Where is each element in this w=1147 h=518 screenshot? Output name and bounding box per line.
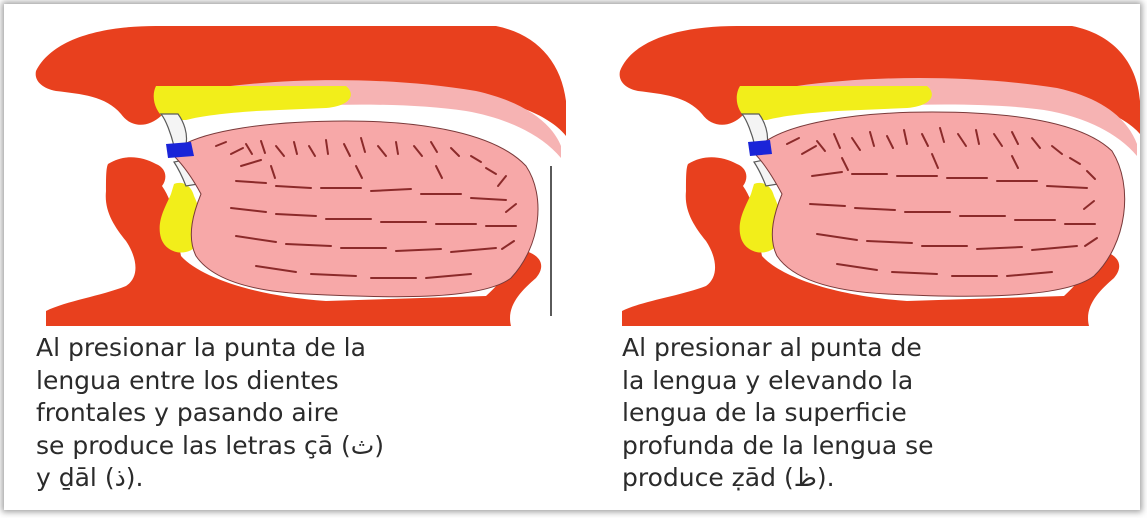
caption-line: lengua entre los dientes: [36, 365, 384, 398]
airflow-marker: [748, 140, 772, 156]
caption-line: Al presionar la punta de la: [36, 332, 384, 365]
caption-line: Al presionar al punta de: [622, 332, 934, 365]
caption-line: se produce las letras çā (ث): [36, 430, 384, 463]
caption-line: produce ẓād (ظ).: [622, 462, 934, 495]
upper-teeth-gum: [154, 86, 351, 120]
mouth-cross-section-emphatic: [612, 16, 1140, 326]
caption-emphatic: Al presionar al punta de la lengua y ele…: [622, 332, 934, 495]
figure-frame: Al presionar la punta de la lengua entre…: [4, 4, 1140, 510]
caption-interdental: Al presionar la punta de la lengua entre…: [36, 332, 384, 495]
mouth-cross-section-interdental: [26, 16, 566, 326]
caption-line: profunda de la lengua se: [622, 430, 934, 463]
caption-line: y ḏāl (ذ).: [36, 462, 384, 495]
caption-line: la lengua y elevando la: [622, 365, 934, 398]
tongue: [174, 121, 538, 297]
caption-line: frontales y pasando aire: [36, 397, 384, 430]
caption-line: lengua de la superficie: [622, 397, 934, 430]
airflow-marker: [166, 142, 194, 158]
